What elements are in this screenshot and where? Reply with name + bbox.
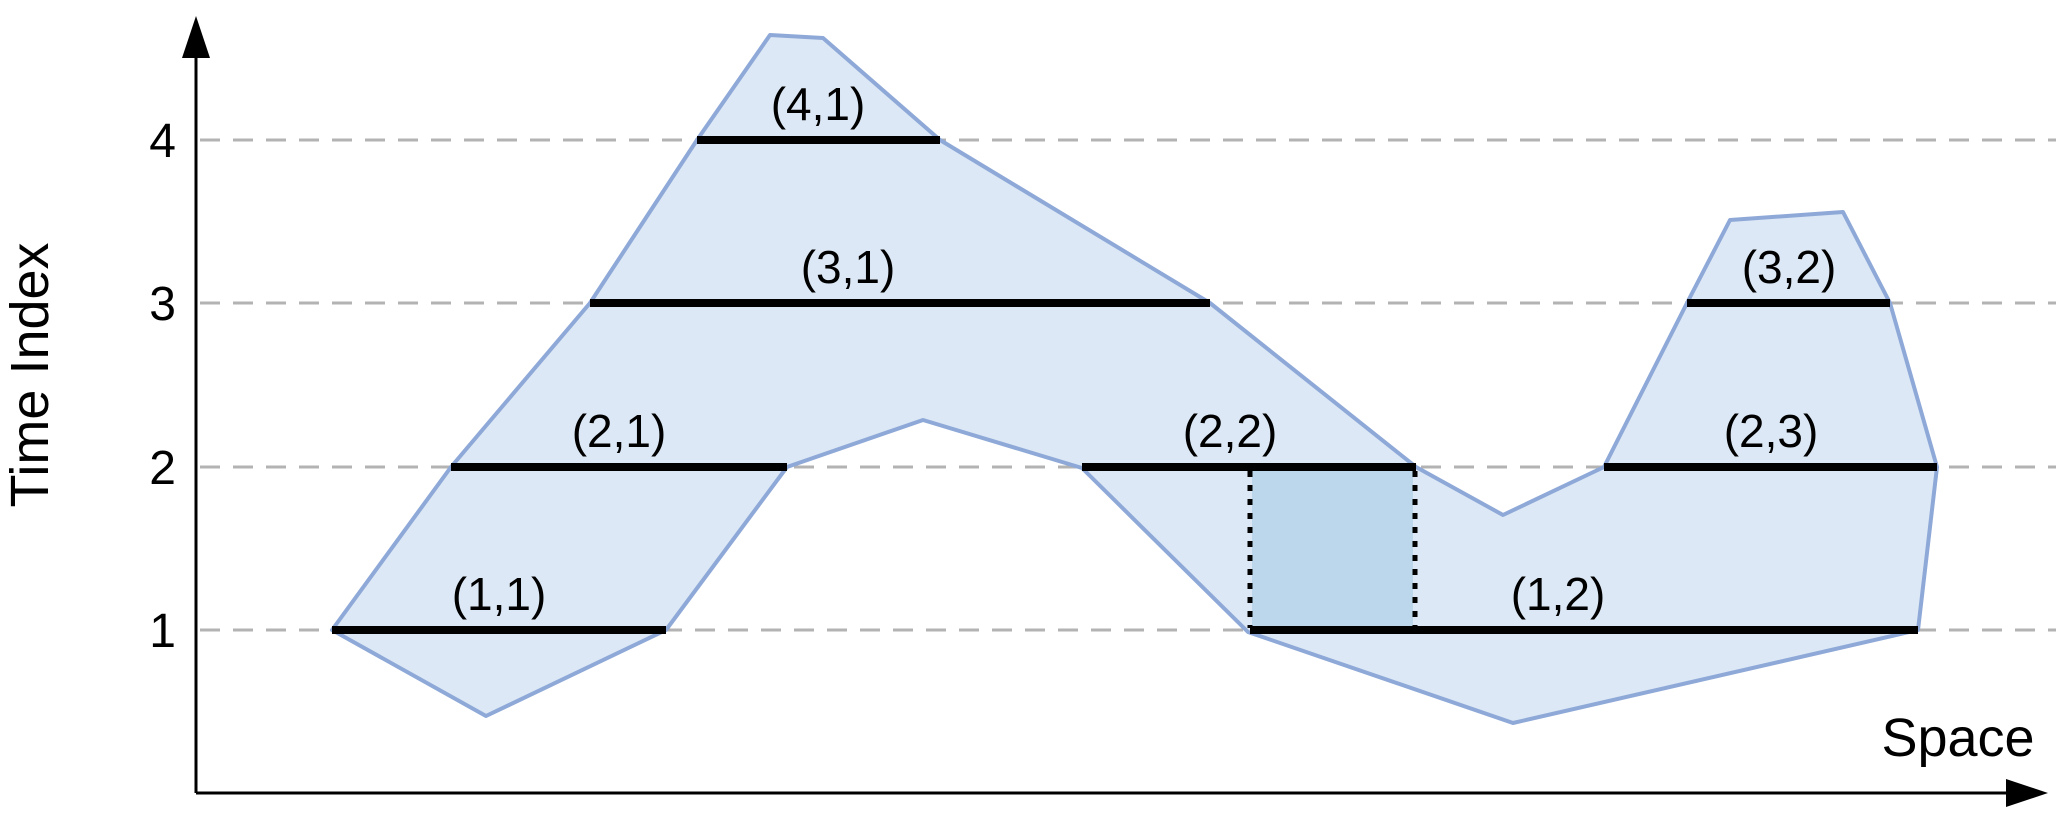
segment-label-2-2: (2,2) [1183, 405, 1278, 457]
segment-label-1-2: (1,2) [1511, 568, 1606, 620]
segment-label-4-1: (4,1) [771, 78, 866, 130]
y-tick-label-4: 4 [149, 115, 176, 168]
region-layer [330, 33, 1939, 725]
segment-label-1-1: (1,1) [452, 568, 547, 620]
y-tick-label-2: 2 [149, 442, 176, 495]
y-tick-label-3: 3 [149, 278, 176, 331]
overlap-layer [1247, 471, 1418, 628]
spacetime-region [330, 33, 1939, 725]
segment-label-3-2: (3,2) [1742, 241, 1837, 293]
segment-label-2-3: (2,3) [1724, 405, 1819, 457]
x-axis-title: Space [1881, 708, 2034, 768]
y-axis-title: Time Index [0, 242, 60, 507]
y-tick-label-1: 1 [149, 605, 176, 658]
y-axis-arrow-icon [182, 16, 210, 58]
axes-layer: Space Time Index [0, 16, 2048, 807]
segments-layer: (4,1) (3,1) (2,1) (1,1) (2,2) (1,2) (3,2) (2,3) [332, 78, 1937, 634]
ticks-layer: 4 3 2 1 [149, 115, 176, 658]
overlap-cell [1252, 471, 1413, 626]
segment-label-3-1: (3,1) [801, 241, 896, 293]
x-axis-arrow-icon [2006, 779, 2048, 807]
segment-label-2-1: (2,1) [572, 405, 667, 457]
